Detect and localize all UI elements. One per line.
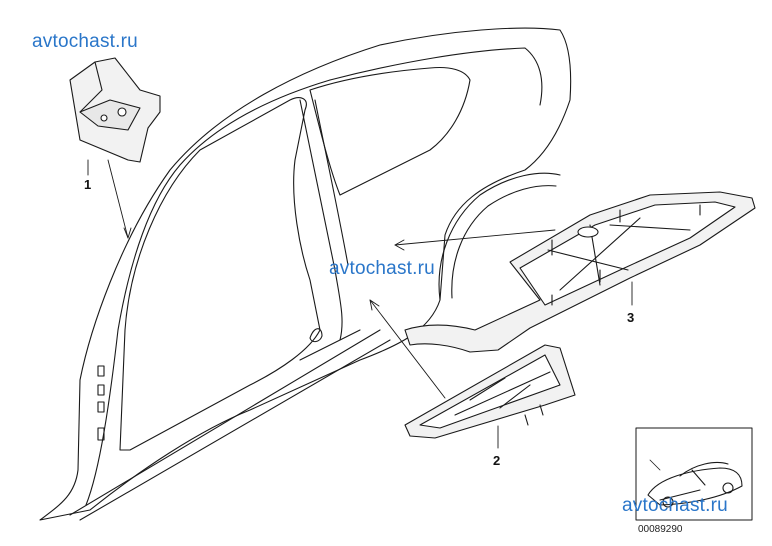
diagram-code: 00089290 (638, 524, 683, 535)
watermark-top-left: avtochast.ru (32, 31, 138, 52)
part-2-sill-cover (404, 344, 576, 439)
watermark-center: avtochast.ru (329, 258, 435, 279)
watermark-bottom-right: avtochast.ru (622, 495, 728, 516)
leader-lines (87, 159, 633, 449)
callout-2: 2 (493, 453, 501, 468)
car-thumbnail-icon (635, 427, 753, 521)
callout-1: 1 (84, 177, 92, 192)
side-frame-body (39, 27, 572, 521)
part-1-bracket (69, 57, 161, 163)
part-3-sill-cover (404, 191, 756, 353)
callout-3: 3 (627, 310, 635, 325)
